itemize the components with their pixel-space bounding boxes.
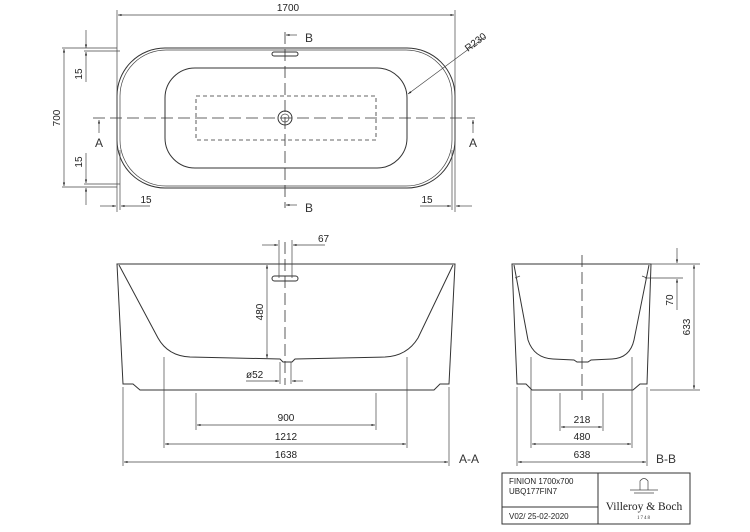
dim-b-overall: 638 [574,450,591,461]
brand-year: 1748 [637,516,651,521]
section-label-b-b: B-B [656,452,676,466]
dim-base-inner: 900 [278,413,295,424]
dim-offset-right: 15 [421,195,433,206]
dim-drain-diameter: ø52 [246,370,264,381]
dim-width: 700 [52,109,63,126]
overflow-icon [271,275,299,282]
section-marker-a-right: A [469,136,477,150]
title-block: FINION 1700x700 UBQ177FIN7 V02/ 25-02-20… [501,472,691,525]
top-view: 1700 700 15 15 15 15 R230 B B A [52,3,489,215]
dim-length: 1700 [277,3,300,14]
section-a-a: 67 480 ø52 900 1212 1638 A-A [116,234,479,466]
section-b-b: 70 633 218 480 638 B-B [511,248,700,466]
brand-logo-icon [630,478,658,494]
dim-overflow-height: 480 [255,303,266,320]
dim-rim: 70 [665,294,676,306]
dim-offset-left: 15 [140,195,152,206]
dim-base-mid: 1212 [275,432,298,443]
dim-b-base-inner: 218 [574,415,591,426]
version-date: V02/ 25-02-2020 [509,512,569,521]
dim-offset-top: 15 [74,68,85,80]
brand-name: Villeroy & Boch [606,501,683,513]
dim-overflow-width: 67 [318,234,330,245]
section-label-a-a: A-A [459,452,479,466]
dim-b-base-mid: 480 [574,432,591,443]
dim-radius: R230 [463,31,489,54]
product-name: FINION 1700x700 [509,477,574,486]
dim-overall: 1638 [275,450,298,461]
section-marker-b-bottom: B [305,201,313,215]
dim-height: 633 [682,318,693,335]
dim-offset-bottom: 15 [74,156,85,168]
section-marker-b-top: B [305,31,313,45]
product-code: UBQ177FIN7 [509,487,558,496]
section-marker-a-left: A [95,136,103,150]
